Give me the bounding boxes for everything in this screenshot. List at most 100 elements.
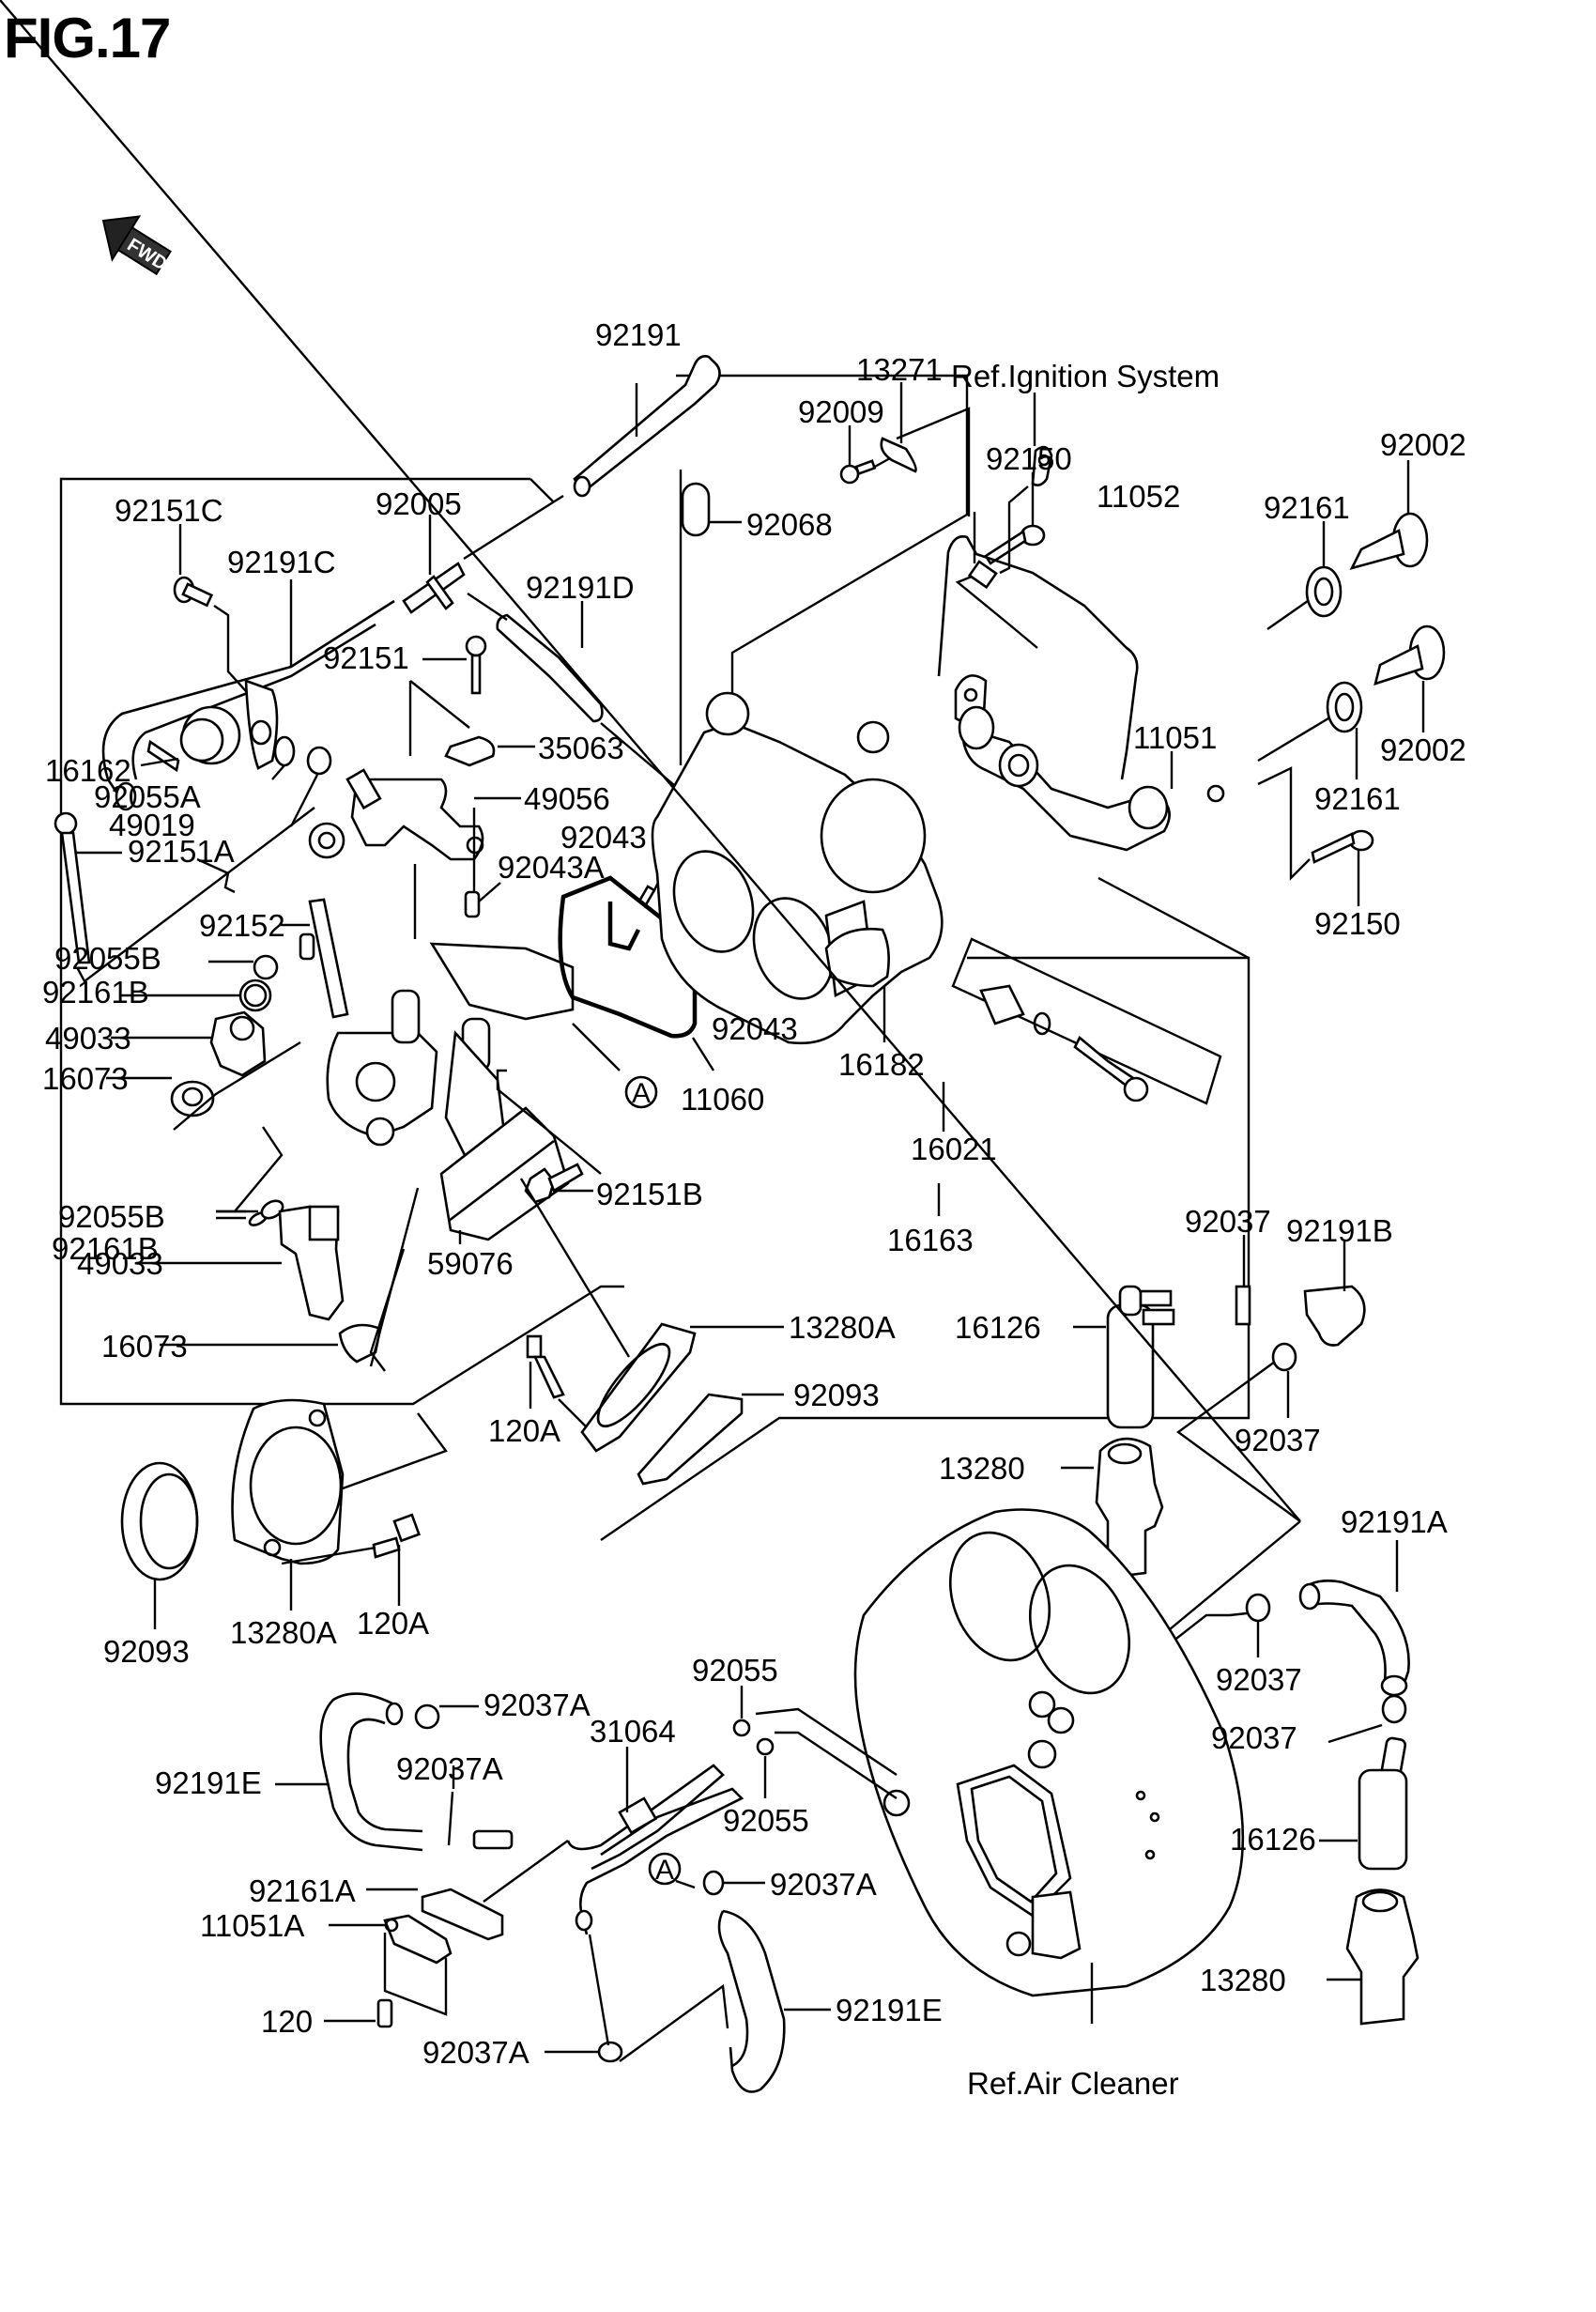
clip-92037-top	[1235, 1285, 1251, 1326]
leader-92037-right1-link	[1163, 1611, 1248, 1649]
label-92037-top: 92037	[1185, 1204, 1271, 1239]
leader-92151-link	[409, 680, 470, 729]
assembly-outline-edge	[1097, 876, 1250, 960]
air-cleaner-plate	[853, 1508, 1245, 1997]
assembly-outline-edge	[529, 478, 555, 503]
label-11051A: 11051A	[200, 1908, 304, 1943]
label-92191E-right: 92191E	[836, 1993, 943, 2027]
leader-92151C-link	[213, 605, 254, 701]
flange-13280A-upper	[580, 1322, 697, 1453]
hose-92191A-inner	[1309, 1602, 1387, 1682]
label-13280A-upper: 13280A	[789, 1310, 896, 1345]
label-13271: 13271	[856, 352, 943, 387]
reference-marker-a-upper-text: A	[632, 1078, 651, 1109]
leader-92005-link	[463, 494, 564, 561]
seal-92093-upper	[637, 1393, 744, 1486]
label-49033-upper: 49033	[45, 1021, 131, 1056]
o-ring-92055A	[273, 735, 296, 767]
label-92191E-left: 92191E	[155, 1765, 262, 1800]
label-92037-mid: 92037	[1235, 1423, 1321, 1457]
injector-49033-lower	[278, 1205, 345, 1321]
label-120: 120	[261, 2004, 313, 2039]
label-92037A-2: 92037A	[396, 1751, 503, 1786]
tee-joint-92005	[402, 562, 466, 614]
label-92037A-4: 92037A	[422, 2035, 529, 2070]
label-49019: 49019	[109, 808, 195, 842]
sensor-16021-parts	[979, 984, 1149, 1102]
ball-49019	[306, 746, 332, 776]
leader-marker-a-upper	[572, 1023, 621, 1071]
clamp-92037-right1	[1245, 1593, 1271, 1623]
label-92161-bottom: 92161	[1314, 781, 1401, 816]
leader-92055A	[271, 764, 285, 780]
label-13280-lower: 13280	[1200, 1963, 1286, 1997]
leader-injector-group-lower	[234, 1126, 284, 1212]
label-92037A-1: 92037A	[483, 1688, 591, 1722]
label-13280A-lower: 13280A	[230, 1615, 337, 1650]
leader-92191A-link	[0, 0, 1301, 1522]
label-92093-upper: 92093	[793, 1378, 880, 1412]
o-ring-92055-bottom	[756, 1737, 775, 1756]
grommet-16073-upper-inner	[181, 1087, 204, 1107]
label-92043-lower: 92043	[712, 1011, 798, 1046]
hose-92191E-right	[717, 1909, 786, 2093]
o-ring-92055-top	[732, 1719, 751, 1737]
bolt-92151B	[524, 1163, 584, 1204]
label-120A-lower: 120A	[357, 1606, 429, 1641]
label-92093-lower: 92093	[103, 1634, 190, 1669]
bracket-11051	[958, 705, 1225, 852]
leader-duct-to-flange	[519, 1178, 631, 1358]
label-92161B-lower: 92161B	[52, 1231, 159, 1266]
label-92002-bottom: 92002	[1380, 732, 1466, 767]
grommet-16073-upper	[170, 1080, 215, 1117]
label-49033-lower: 49033	[77, 1246, 163, 1281]
label-35063: 35063	[538, 731, 624, 765]
clamp-92037A-4	[597, 2041, 623, 2063]
leader-92161A-link	[483, 1840, 569, 1903]
lever-13271	[880, 437, 917, 473]
label-92002-top: 92002	[1380, 427, 1466, 462]
assembly-outline-16163-lower	[600, 956, 1251, 1541]
label-92037A-3: 92037A	[770, 1867, 877, 1902]
cap-92068	[681, 482, 711, 537]
reference-marker-a-upper: A	[624, 1075, 658, 1109]
label-92152: 92152	[199, 908, 285, 943]
label-92191D: 92191D	[526, 570, 635, 605]
label-120A-upper: 120A	[488, 1413, 560, 1448]
screw-92150-top	[984, 524, 1046, 565]
label-92055B-lower: 92055B	[58, 1199, 165, 1234]
fuel-pipe-31064	[566, 1764, 744, 1935]
label-ref-air-cleaner: Ref.Air Cleaner	[967, 2066, 1179, 2101]
fuel-rail-49056	[308, 768, 484, 861]
leader-92150-bottom-link	[1257, 766, 1311, 881]
leader-92037A-4-link	[619, 1983, 729, 2062]
label-16163: 16163	[887, 1223, 974, 1257]
hose-92191D	[496, 613, 604, 723]
dowel-92043A-a	[299, 933, 315, 961]
label-92005: 92005	[376, 486, 462, 521]
label-16126-lower: 16126	[1230, 1822, 1316, 1857]
label-11051: 11051	[1133, 720, 1217, 755]
leader-92055-bottom-link	[775, 1731, 898, 1799]
label-92068: 92068	[746, 507, 833, 542]
leader-92191A-link2	[1163, 1520, 1301, 1635]
reference-marker-a-lower-text: A	[655, 1855, 674, 1886]
leader-92151A-bracket	[196, 857, 236, 894]
leader-11060	[691, 1037, 715, 1071]
throttle-body-16163	[651, 691, 944, 1045]
clip-92037A-2	[447, 1791, 454, 1846]
leader-120A-upper-link	[558, 1398, 588, 1428]
bolt-92002-bottom	[1373, 624, 1446, 686]
flange-13280A-lower	[231, 1398, 345, 1565]
label-ref-ignition-system: Ref.Ignition System	[951, 359, 1220, 393]
label-92161-top: 92161	[1264, 490, 1350, 525]
kit-box-16021	[951, 937, 1222, 1105]
leader-92161-bottom-link	[1257, 717, 1329, 763]
leader-92191D-link	[467, 593, 508, 621]
label-92151A: 92151A	[128, 834, 235, 869]
leader-49019	[289, 774, 319, 827]
injector-49033-upper	[209, 1010, 267, 1077]
label-92055-top: 92055	[692, 1653, 778, 1688]
bolt-120	[376, 1998, 393, 2028]
